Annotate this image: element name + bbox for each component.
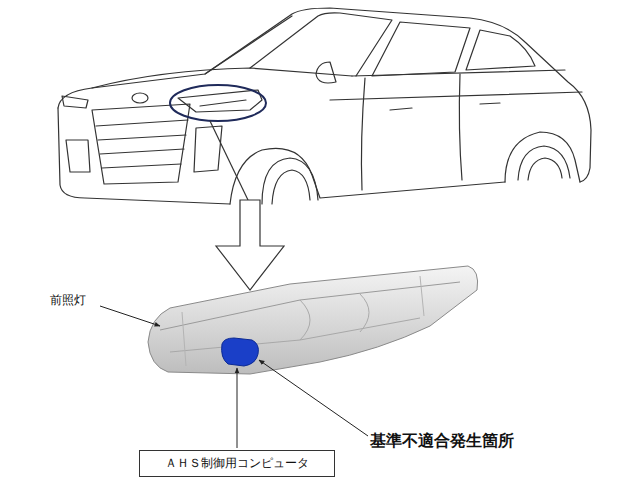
part-label: 前照灯 — [50, 292, 86, 309]
detail-arrow — [216, 200, 284, 290]
component-name: ＡＨＳ制御用コンピュータ — [150, 455, 324, 472]
car-outline — [58, 8, 591, 204]
ahs-computer-part — [222, 338, 259, 366]
pointer-line — [210, 121, 248, 200]
headlamp-detail — [148, 266, 478, 374]
leader-lines — [100, 306, 368, 448]
component-box: ＡＨＳ制御用コンピュータ — [139, 450, 335, 477]
nonconformity-label: 基準不適合発生箇所 — [370, 431, 514, 452]
highlight-ellipse — [170, 85, 266, 121]
